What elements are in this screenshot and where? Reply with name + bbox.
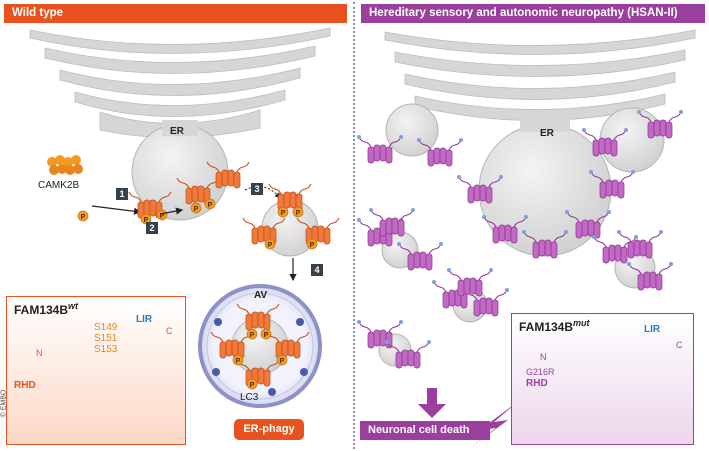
autophagosome	[198, 284, 322, 408]
mut-panel-title: FAM134Bmut	[519, 318, 590, 334]
camk2b-kinase-icon	[47, 155, 83, 175]
wt-lir-label: LIR	[136, 314, 153, 325]
phosphate-icon	[190, 202, 202, 214]
phosphate-icon	[77, 210, 89, 222]
fam134b-wt-panel	[6, 296, 186, 445]
mut-lir-label: LIR	[644, 324, 661, 335]
av-label: AV	[254, 290, 268, 301]
neuronal-death-label: Neuronal cell death	[360, 421, 490, 440]
step1-arrow	[91, 205, 142, 215]
mutation-label: G216R	[526, 367, 555, 377]
wt-rhd-label: RHD	[14, 380, 36, 391]
death-arrow-head	[418, 404, 446, 418]
fam134b-mut-panel	[511, 313, 694, 445]
er-label-left: ER	[170, 126, 184, 137]
er-phagy-label: ER-phagy	[234, 419, 304, 440]
panel-divider	[353, 2, 355, 449]
lc3-label: LC3	[240, 392, 259, 403]
copyright: © EMBO	[0, 389, 8, 418]
step-1-badge: 1	[116, 188, 128, 200]
wt-c-terminus: C	[166, 326, 173, 336]
phosphate-icon	[204, 198, 216, 210]
phosphate-icon	[156, 209, 168, 221]
mutant-vesicles	[357, 208, 673, 368]
step2-arrow	[159, 207, 184, 215]
wildtype-banner: Wild type	[4, 4, 347, 23]
camk2b-label: CAMK2B	[38, 180, 80, 191]
step-4-badge: 4	[311, 264, 323, 276]
mut-rhd-label: RHD	[526, 378, 548, 389]
lightning-icon	[470, 400, 520, 448]
wt-panel-title: FAM134Bwt	[14, 301, 79, 317]
wt-n-terminus: N	[36, 348, 43, 358]
mut-n-terminus: N	[540, 352, 547, 362]
er-fragment-vesicle	[243, 184, 339, 257]
mut-c-terminus: C	[676, 340, 683, 350]
step-2-badge: 2	[146, 222, 158, 234]
hsan-banner: Hereditary sensory and autonomic neuropa…	[361, 4, 705, 23]
step-3-badge: 3	[251, 183, 263, 195]
er-label-right: ER	[540, 128, 554, 139]
er-sheets-right	[384, 29, 696, 121]
